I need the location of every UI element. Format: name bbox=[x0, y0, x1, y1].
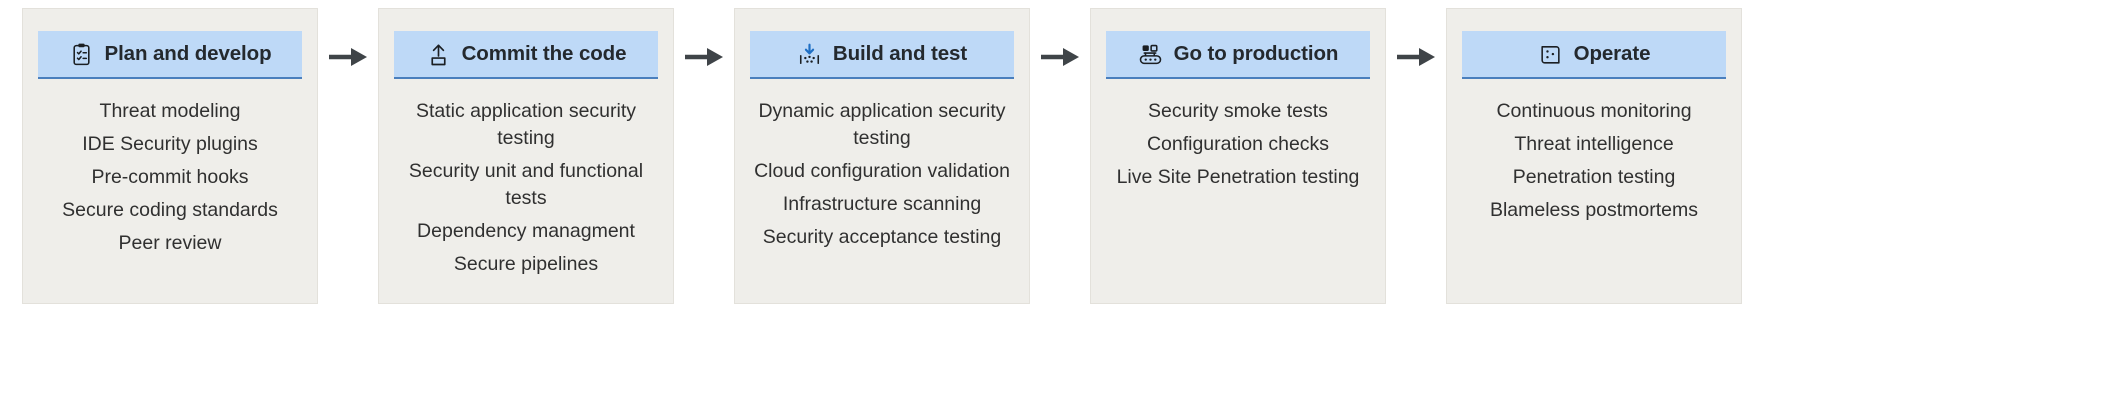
connector-arrow-1 bbox=[318, 8, 378, 304]
connector-arrow-3 bbox=[1030, 8, 1090, 304]
stage-header-build-and-test: Build and test bbox=[750, 31, 1014, 79]
stage-item: Pre-commit hooks bbox=[91, 165, 249, 188]
stage-item: Penetration testing bbox=[1512, 165, 1676, 188]
stage-items-plan-and-develop: Threat modeling IDE Security plugins Pre… bbox=[34, 95, 306, 260]
stage-commit-the-code[interactable]: Commit the code Static application secur… bbox=[378, 8, 674, 304]
stage-items-commit-the-code: Static application security testing Secu… bbox=[390, 95, 662, 280]
build-download-icon bbox=[797, 41, 823, 67]
stage-plan-and-develop[interactable]: Plan and develop Threat modeling IDE Sec… bbox=[22, 8, 318, 304]
arrow-right-icon bbox=[1395, 44, 1437, 70]
clipboard-checklist-icon bbox=[69, 41, 95, 67]
stage-header-commit-the-code: Commit the code bbox=[394, 31, 658, 79]
stage-items-operate: Continuous monitoring Threat intelligenc… bbox=[1458, 95, 1730, 227]
stage-item: Live Site Penetration testing bbox=[1116, 165, 1360, 188]
stage-title: Go to production bbox=[1173, 42, 1339, 65]
arrow-right-icon bbox=[327, 44, 369, 70]
upload-icon bbox=[426, 41, 452, 67]
conveyor-belt-icon bbox=[1138, 41, 1164, 67]
stage-header-operate: Operate bbox=[1462, 31, 1726, 79]
stage-item: Security acceptance testing bbox=[762, 225, 1002, 248]
stage-header-go-to-production: Go to production bbox=[1106, 31, 1370, 79]
stage-item: Configuration checks bbox=[1146, 132, 1330, 155]
stage-header-plan-and-develop: Plan and develop bbox=[38, 31, 302, 79]
arrow-right-icon bbox=[683, 44, 725, 70]
stage-title: Commit the code bbox=[461, 42, 627, 65]
stage-item: Blameless postmortems bbox=[1489, 198, 1699, 221]
stage-go-to-production[interactable]: Go to production Security smoke tests Co… bbox=[1090, 8, 1386, 304]
monitor-dots-icon bbox=[1538, 41, 1564, 67]
stage-item: Threat intelligence bbox=[1514, 132, 1674, 155]
stage-item: Dependency managment bbox=[417, 219, 635, 242]
stage-items-build-and-test: Dynamic application security testing Clo… bbox=[746, 95, 1018, 254]
stage-item: Secure pipelines bbox=[453, 252, 599, 275]
stage-item: Security smoke tests bbox=[1148, 100, 1328, 122]
stage-operate[interactable]: Operate Continuous monitoring Threat int… bbox=[1446, 8, 1742, 304]
stage-item: Continuous monitoring bbox=[1496, 100, 1692, 122]
stage-title: Operate bbox=[1573, 42, 1651, 65]
stage-item: IDE Security plugins bbox=[82, 132, 258, 155]
stage-title: Build and test bbox=[832, 42, 968, 65]
stage-title: Plan and develop bbox=[104, 42, 272, 65]
stage-item: Dynamic application security testing bbox=[758, 100, 1006, 149]
stage-item: Infrastructure scanning bbox=[782, 192, 982, 215]
stage-item: Static application security testing bbox=[415, 100, 637, 149]
stage-build-and-test[interactable]: Build and test Dynamic application secur… bbox=[734, 8, 1030, 304]
connector-arrow-2 bbox=[674, 8, 734, 304]
stage-items-go-to-production: Security smoke tests Configuration check… bbox=[1102, 95, 1374, 194]
stage-item: Threat modeling bbox=[99, 100, 241, 122]
stage-item: Secure coding standards bbox=[62, 198, 278, 221]
stage-item: Cloud configuration validation bbox=[754, 159, 1010, 182]
stage-item: Security unit and functional tests bbox=[408, 159, 644, 209]
arrow-right-icon bbox=[1039, 44, 1081, 70]
stage-item: Peer review bbox=[118, 231, 222, 254]
connector-arrow-4 bbox=[1386, 8, 1446, 304]
